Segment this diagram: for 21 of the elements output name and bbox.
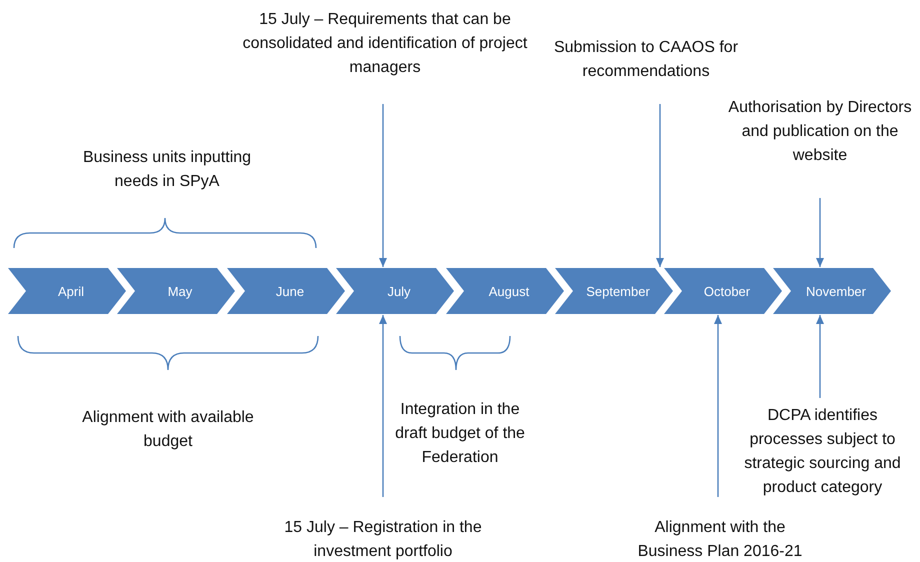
- arrow: [379, 104, 387, 267]
- month-label: September: [586, 284, 650, 298]
- month-label: April: [58, 284, 84, 298]
- month-label: July: [387, 284, 411, 298]
- annotation-text: DCPA identifies processes subject to strategic sourcing and product category: [740, 404, 905, 500]
- month-label: May: [168, 284, 192, 298]
- month-label: November: [806, 284, 866, 298]
- arrow: [379, 315, 387, 497]
- month-label: October: [704, 284, 750, 298]
- arrow: [714, 315, 722, 497]
- annotation-text: Alignment with available budget: [81, 408, 255, 452]
- annotation-text: Business units inputting needs in SPyA: [82, 148, 252, 192]
- annotation-text: 15 July – Registration in the investment portfolio: [262, 516, 504, 562]
- arrow: [656, 104, 664, 267]
- arrow: [816, 198, 824, 267]
- arrow: [816, 315, 824, 398]
- month-label: June: [276, 284, 304, 298]
- annotation-text: Integration in the draft budget of the Federation: [394, 400, 526, 468]
- month-label: August: [488, 284, 530, 298]
- annotation-text: Authorisation by Directors and publication on the website: [724, 96, 916, 168]
- annotation-text: Alignment with the Business Plan 2016-21: [630, 516, 810, 562]
